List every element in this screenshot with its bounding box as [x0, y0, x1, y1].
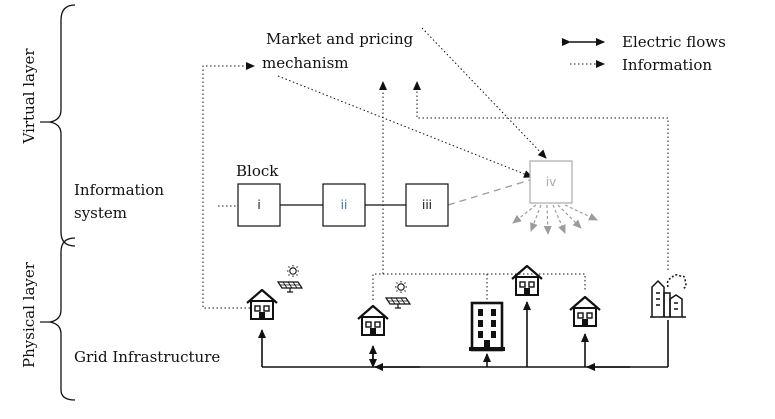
house-icon — [356, 304, 390, 337]
physical-layer-brace — [49, 237, 76, 401]
virtual-layer-brace — [49, 4, 76, 247]
block-iv: iv — [529, 160, 573, 204]
info-flow-market-to-iv — [277, 75, 533, 178]
solar-panel-icon — [277, 264, 303, 293]
block-i: i — [237, 183, 281, 227]
market-label-line2: mechanism — [262, 54, 348, 72]
block-ii-label: ii — [341, 198, 348, 212]
block-label: Block — [236, 162, 279, 180]
block-ii: ii — [322, 183, 366, 227]
legend-information-label: Information — [622, 56, 712, 74]
block-link-iii-iv — [447, 179, 531, 206]
physical-layer-label: Physical layer — [20, 261, 38, 368]
virtual-layer-label: Virtual layer — [20, 48, 38, 145]
block-i-label: i — [257, 198, 260, 212]
info-flow-left-loop — [202, 62, 258, 309]
legend-electric-label: Electric flows — [622, 33, 726, 51]
block-iii-label: iii — [422, 198, 432, 212]
factory-icon — [650, 274, 687, 318]
electric-grid — [258, 301, 669, 371]
block-iv-label: iv — [546, 175, 556, 189]
market-label-line1: Market and pricing — [266, 30, 414, 48]
information-flows — [202, 27, 669, 309]
block-iii: iii — [405, 183, 449, 227]
information-system-line2: system — [74, 204, 127, 222]
house-icon — [510, 264, 544, 297]
house-icon — [245, 288, 279, 321]
info-flow-right-loop — [413, 81, 669, 270]
solar-panel-icon — [385, 280, 411, 309]
info-flow-house-tap — [372, 273, 586, 300]
info-flow-top-to-iv — [421, 27, 547, 159]
house-icon — [568, 295, 602, 328]
grid-infrastructure-label: Grid Infrastructure — [74, 348, 220, 366]
information-system-line1: Information — [74, 181, 164, 199]
office-building-icon — [469, 301, 505, 352]
broadcast-arrows — [512, 204, 598, 235]
